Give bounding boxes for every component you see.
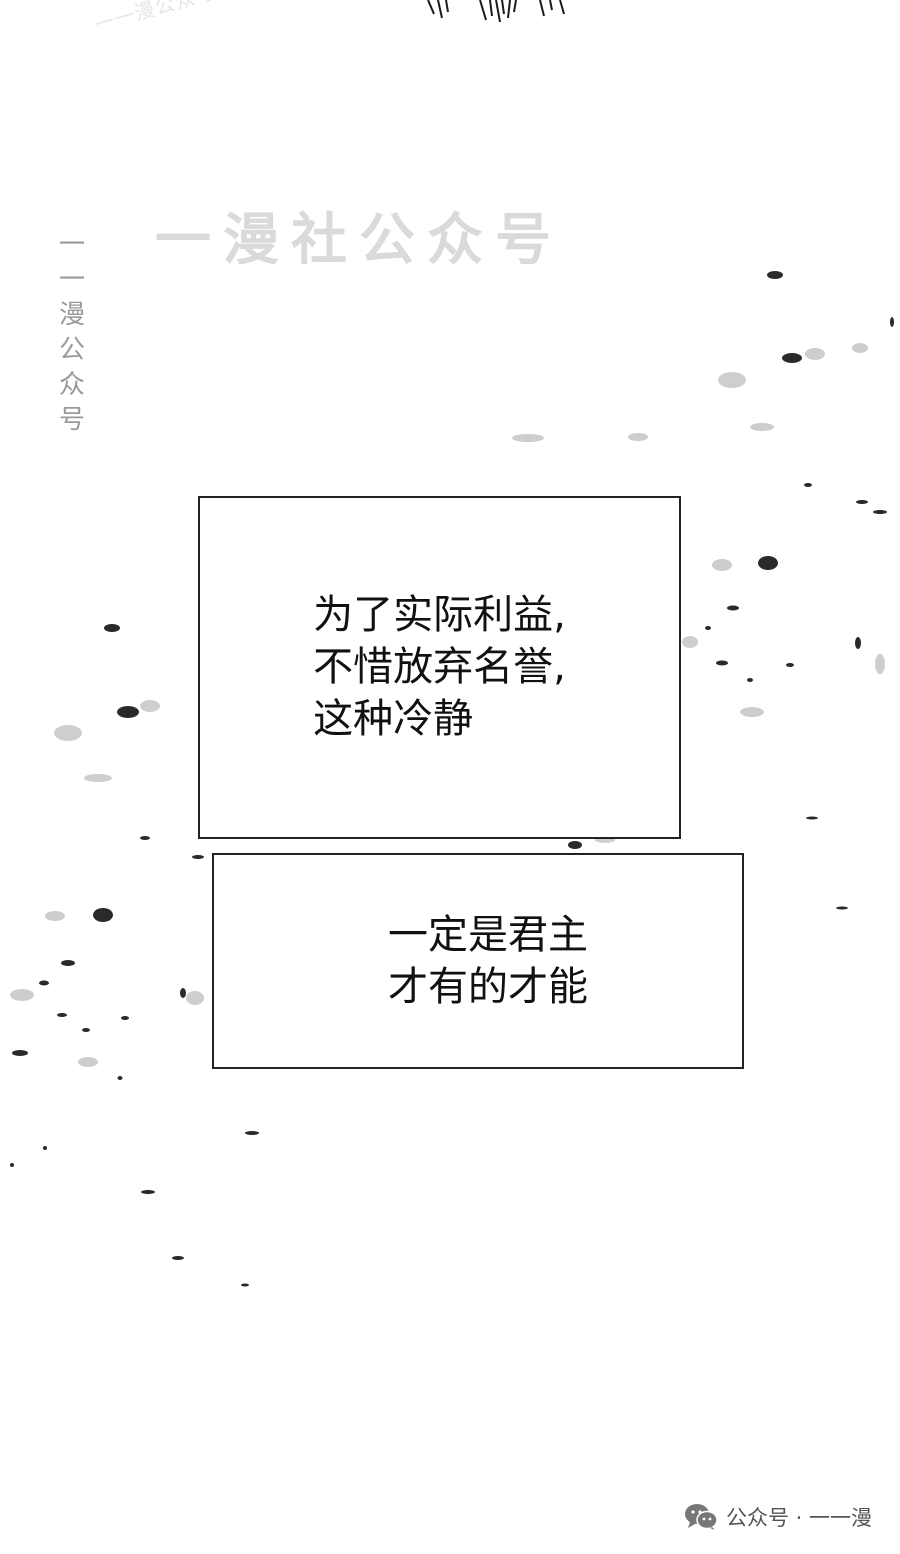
watermark-vertical: 一一漫公众号 (58, 230, 85, 435)
caption-text-1: 为了实际利益, 不惜放弃名誉, 这种冷静 (313, 589, 566, 745)
caption-line: 不惜放弃名誉, (313, 643, 566, 690)
wechat-icon (684, 1504, 718, 1530)
hair-strands-illustration (427, 0, 565, 23)
caption-text-2: 一定是君主 才有的才能 (388, 909, 588, 1013)
caption-line: 才有的才能 (388, 964, 588, 1010)
watermark-center: 一漫社公众号 (155, 207, 563, 273)
caption-box-1: 为了实际利益, 不惜放弃名誉, 这种冷静 (198, 496, 681, 839)
caption-line: 这种冷静 (313, 695, 474, 742)
caption-line: 为了实际利益, (313, 591, 566, 638)
caption-box-2: 一定是君主 才有的才能 (212, 853, 744, 1069)
caption-line: 一定是君主 (388, 912, 588, 958)
footer-label: 公众号 · 一一漫 (725, 1506, 872, 1530)
source-footer: 公众号 · 一一漫 (684, 1502, 872, 1532)
